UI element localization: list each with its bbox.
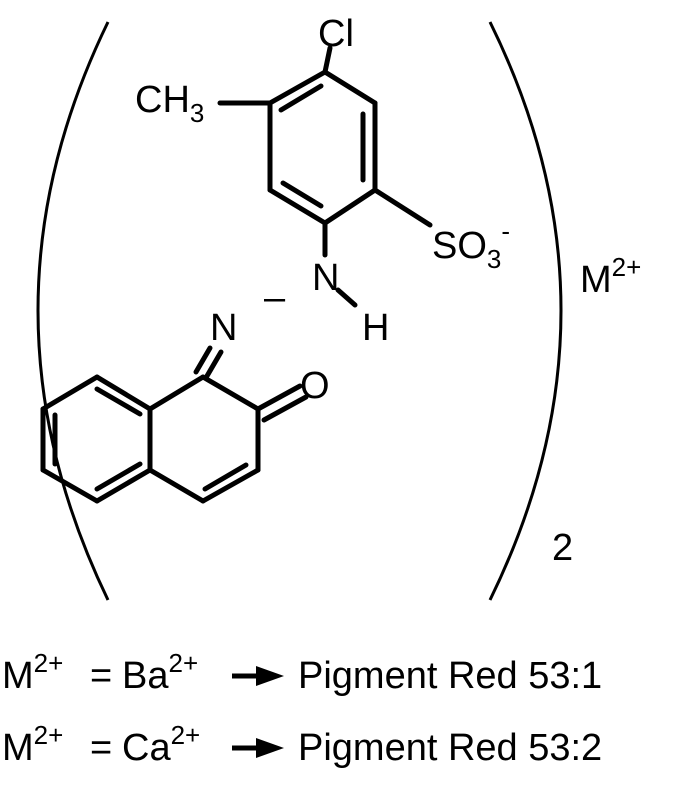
legend-product: Pigment Red 53:1 xyxy=(298,655,602,697)
legend-metal: M2+ xyxy=(2,720,63,769)
imine-double-bond-a xyxy=(193,345,213,375)
legend-ion: Ca2+ xyxy=(122,720,200,769)
left-bracket xyxy=(36,21,110,601)
bond-to-chloro xyxy=(322,45,333,75)
bond-amine-h xyxy=(335,287,358,308)
legend-metal: M2+ xyxy=(2,648,63,697)
imine-double-bond-b xyxy=(204,349,224,379)
legend-product: Pigment Red 53:2 xyxy=(298,727,602,769)
carbonyl-double-bond-a xyxy=(255,383,303,412)
chloro-label: Cl xyxy=(318,13,354,55)
benzene-ring xyxy=(267,69,378,226)
sulfonate-label: SO3- xyxy=(432,216,510,274)
amine-h-label: H xyxy=(362,307,389,349)
carbonyl-double-bond-b xyxy=(261,394,309,423)
hydrazone-bond: – xyxy=(264,277,286,319)
legend-ion: Ba2+ xyxy=(122,648,198,697)
amine-n-label: N xyxy=(312,257,339,299)
carbonyl-o-label: O xyxy=(300,365,330,407)
stoichiometry-label: 2 xyxy=(552,527,573,569)
arrow-icon xyxy=(232,738,284,758)
arrow-icon xyxy=(232,666,284,686)
legend-row-barium: M2+ = Ba2+ Pigment Red 53:1 xyxy=(0,640,700,700)
bond-to-sulfonate xyxy=(372,187,433,228)
counterion-label: M2+ xyxy=(580,252,641,301)
legend-row-calcium: M2+ = Ca2+ Pigment Red 53:2 xyxy=(0,712,700,772)
legend-equals: = xyxy=(90,727,112,769)
naphthalene-ring xyxy=(40,374,261,504)
right-bracket xyxy=(488,21,563,601)
methyl-label: CH3 xyxy=(135,79,204,128)
imine-n-label: N xyxy=(210,307,237,349)
legend-equals: = xyxy=(90,655,112,697)
